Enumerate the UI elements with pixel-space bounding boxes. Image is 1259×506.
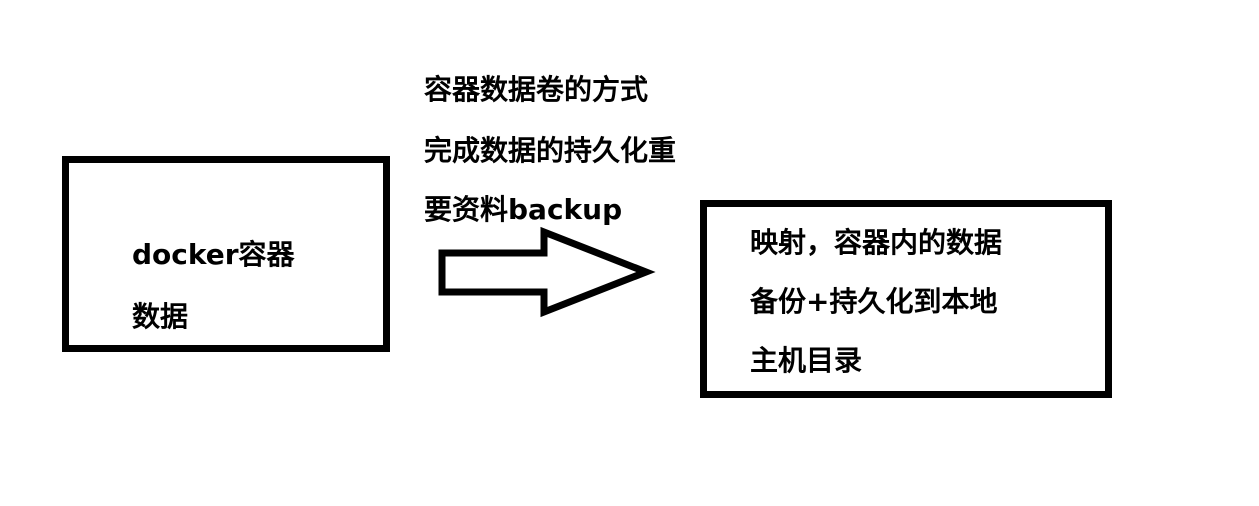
host-directory-line-2: 备份+持久化到本地	[750, 285, 998, 318]
caption-line-3: 要资料backup	[424, 193, 623, 226]
caption-line-1: 容器数据卷的方式	[424, 73, 649, 106]
host-directory-line-1: 映射，容器内的数据	[750, 226, 1003, 259]
container-data-box	[62, 156, 390, 352]
container-data-line-1: docker容器	[132, 238, 295, 271]
arrow-right-icon	[438, 226, 656, 318]
host-directory-box	[700, 200, 1112, 398]
container-data-line-2: 数据	[132, 300, 189, 333]
caption-line-2: 完成数据的持久化重	[424, 134, 677, 167]
host-directory-line-3: 主机目录	[750, 344, 863, 377]
